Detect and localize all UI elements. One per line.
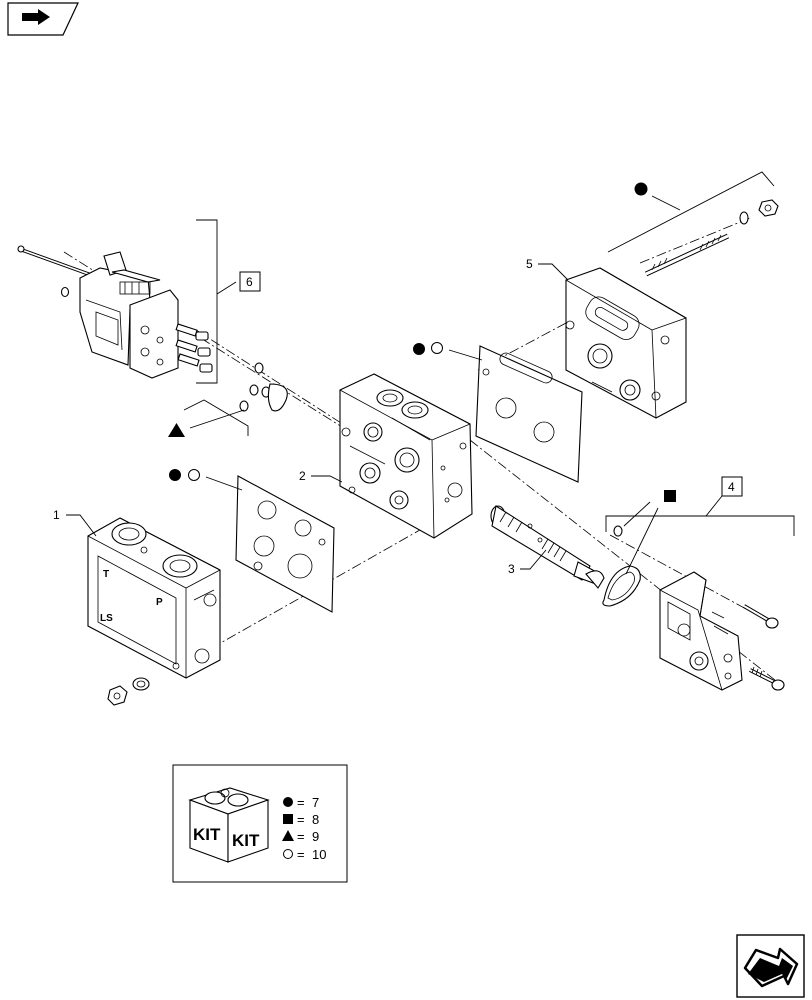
callout-bracket-6: [196, 219, 237, 384]
svg-text:=: =: [297, 795, 305, 810]
tie-rod: [644, 199, 779, 277]
svg-text:8: 8: [312, 812, 319, 827]
triangle-leader: [168, 399, 249, 437]
inlet-body: [87, 517, 221, 679]
callout-5: 5: [526, 257, 533, 271]
solenoid-actuator: [17, 245, 288, 412]
callout-3: 3: [508, 562, 515, 576]
cap-screws: [742, 604, 785, 691]
legend-entry-filled-circle: = 7: [283, 795, 319, 810]
kit-box-icon: KIT KIT: [188, 787, 270, 863]
kit-legend: KIT KIT = 7 = 8 = 9 = 10: [172, 764, 348, 883]
symbols-lower-gasket: [169, 469, 243, 491]
cap-seals: [602, 490, 676, 607]
arrow-tab-icon[interactable]: [7, 2, 79, 36]
callout-leader-1: [66, 514, 97, 537]
svg-text:2: 2: [299, 469, 306, 483]
callout-leader-2: [311, 475, 343, 483]
svg-text:KIT: KIT: [232, 831, 260, 850]
spool: [490, 505, 605, 589]
svg-text:=: =: [297, 847, 305, 862]
svg-text:=: =: [297, 829, 305, 844]
body-marking-p: P: [156, 597, 163, 608]
legend-entry-filled-square: = 8: [283, 812, 319, 827]
gasket-upper: [475, 345, 583, 483]
valve-section-body: [339, 373, 473, 539]
callout-leader-5: [538, 263, 569, 281]
spool-cap: [659, 571, 743, 691]
next-page-arrow-icon[interactable]: [736, 934, 805, 998]
body-marking-ls: LS: [100, 613, 113, 624]
callout-4: 4: [721, 476, 743, 497]
filled-circle-leader-top: [607, 171, 775, 253]
gasket-lower: [235, 475, 335, 613]
svg-text:1: 1: [53, 508, 60, 522]
legend-entry-filled-triangle: = 9: [282, 829, 319, 844]
legend-entry-open-circle: = 10: [283, 847, 326, 862]
body-marking-t: T: [103, 569, 109, 580]
svg-text:6: 6: [246, 275, 253, 289]
callout-bracket-4: [605, 495, 795, 536]
callout-1: 1: [53, 508, 60, 522]
svg-text:T: T: [103, 569, 109, 580]
svg-text:LS: LS: [100, 613, 113, 624]
svg-text:7: 7: [312, 795, 319, 810]
svg-text:10: 10: [312, 847, 326, 862]
svg-text:5: 5: [526, 257, 533, 271]
callout-leader-3: [520, 549, 547, 570]
symbols-upper-gasket: [413, 342, 483, 361]
svg-text:3: 3: [508, 562, 515, 576]
end-cover: [565, 267, 687, 419]
callout-2: 2: [299, 469, 306, 483]
svg-text:P: P: [156, 597, 163, 608]
svg-text:=: =: [297, 812, 305, 827]
callout-6: 6: [239, 271, 261, 292]
svg-text:9: 9: [312, 829, 319, 844]
svg-text:KIT: KIT: [193, 825, 221, 844]
svg-text:4: 4: [728, 480, 735, 494]
nut-and-washer: [107, 677, 150, 706]
